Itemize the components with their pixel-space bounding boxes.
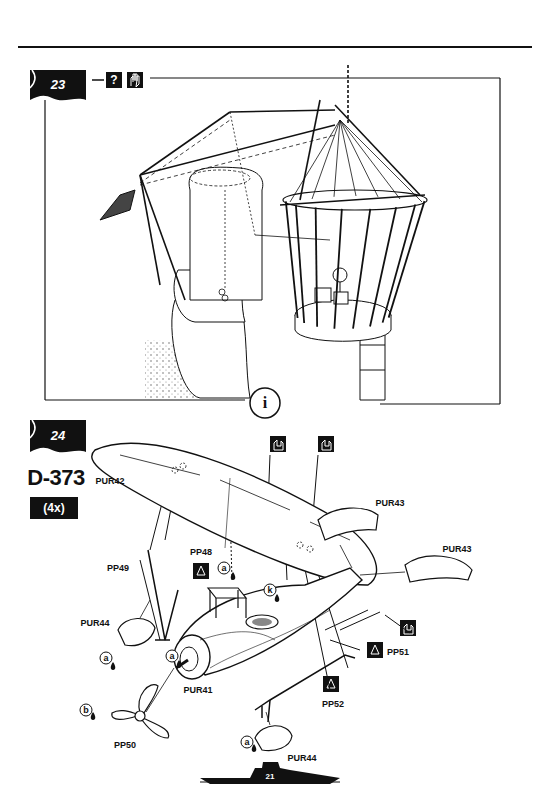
stanchion xyxy=(334,209,342,329)
stanchion xyxy=(286,201,298,318)
part-number: PP50 xyxy=(114,741,136,750)
rigging-line xyxy=(340,120,356,196)
stanchion xyxy=(389,201,425,318)
symbol: ? xyxy=(110,74,117,86)
rigging-line xyxy=(340,120,422,202)
part-number: PP48 xyxy=(190,548,212,557)
rigging-line xyxy=(290,120,340,202)
part-number: PP51 xyxy=(387,648,409,657)
page-number: 21 xyxy=(266,773,275,781)
part-number: PP49 xyxy=(107,564,129,573)
rigging-line xyxy=(340,120,378,197)
part-number: PUR43 xyxy=(375,499,404,508)
part-number: PUR42 xyxy=(95,477,124,486)
glue-letter: a xyxy=(244,738,249,747)
stanchion xyxy=(296,205,304,323)
rigging-line xyxy=(340,120,400,199)
info-symbol: i xyxy=(263,395,267,411)
quantity: (4x) xyxy=(43,502,64,514)
part-number: PUR44 xyxy=(287,754,316,763)
glue-letter: a xyxy=(221,564,226,573)
model-code: D-373 xyxy=(27,467,84,489)
rigging-line xyxy=(334,120,340,197)
glue-letter: b xyxy=(83,706,89,715)
stanchion xyxy=(316,207,317,326)
part-number: PUR44 xyxy=(80,619,109,628)
stanchion xyxy=(353,209,370,329)
rigging-line xyxy=(312,120,340,199)
glue-letter: a xyxy=(169,652,174,661)
step-number: 24 xyxy=(51,429,65,442)
part-number: PUR43 xyxy=(442,545,471,554)
stanchion xyxy=(383,205,416,323)
glue-letter: k xyxy=(267,586,272,595)
part-number: PUR41 xyxy=(183,686,212,695)
part-number: PP52 xyxy=(322,700,344,709)
step-number: 23 xyxy=(51,78,65,91)
glue-letter: a xyxy=(103,654,108,663)
